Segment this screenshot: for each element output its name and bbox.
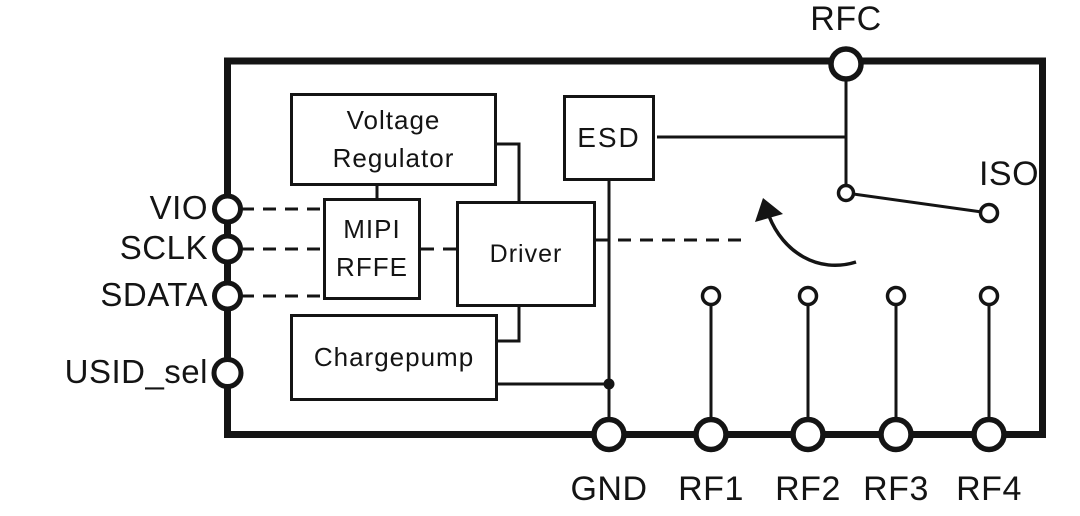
rf3-pin: [878, 416, 914, 453]
rf3-label: RF3: [863, 470, 929, 508]
sdata-label: SDATA: [100, 276, 208, 313]
mipi-rffe-block: MIPI RFFE: [323, 198, 421, 300]
driver-label: Driver: [489, 239, 563, 268]
voltage-regulator-block: Voltage Regulator: [290, 93, 497, 186]
rf1-contact: [700, 285, 722, 307]
usid-sel-pin: [211, 357, 244, 389]
rfc-pin: [828, 46, 864, 82]
rf3-contact: [885, 285, 907, 307]
switch-motion-arrow-head: [755, 198, 783, 222]
rfc-label: RFC: [810, 0, 882, 38]
switch-pole-contact: [836, 183, 856, 203]
rf2-pin: [790, 416, 826, 453]
iso-contact: [978, 202, 1000, 224]
chargepump-block: Chargepump: [290, 314, 498, 401]
junction-dot: [603, 378, 615, 390]
sdata-pin: [212, 280, 243, 312]
driver-block: Driver: [456, 201, 596, 307]
voltage-regulator-label-line2: Regulator: [332, 142, 455, 173]
iso-label: ISO: [978, 155, 1040, 193]
sclk-label: SCLK: [119, 229, 208, 266]
rf4-pin: [971, 416, 1007, 453]
rf2-label: RF2: [775, 470, 841, 508]
rf1-pin: [693, 416, 729, 453]
vio-label: VIO: [149, 189, 208, 226]
esd-label: ESD: [577, 121, 641, 153]
rf1-label: RF1: [678, 470, 744, 508]
switch-motion-arrow-curve: [767, 215, 857, 268]
sclk-pin: [212, 233, 243, 265]
mipi-rffe-label-line1: MIPI: [343, 214, 401, 245]
switch-arm-line: [845, 191, 990, 215]
vreg-to-driver-line: [497, 142, 521, 201]
esd-block: ESD: [563, 95, 655, 181]
chargepump-to-driver-line: [498, 307, 521, 343]
mipi-rffe-label-line2: RFFE: [336, 252, 408, 282]
gnd-label: GND: [570, 470, 648, 508]
gnd-pin: [591, 416, 627, 453]
rf4-label: RF4: [956, 470, 1022, 508]
rf2-contact: [797, 285, 819, 307]
voltage-regulator-label-line1: Voltage: [346, 104, 441, 135]
chargepump-label: Chargepump: [313, 341, 475, 372]
rf4-contact: [978, 285, 1000, 307]
vio-pin: [212, 193, 243, 225]
usid-sel-label: USID_sel: [64, 353, 208, 390]
